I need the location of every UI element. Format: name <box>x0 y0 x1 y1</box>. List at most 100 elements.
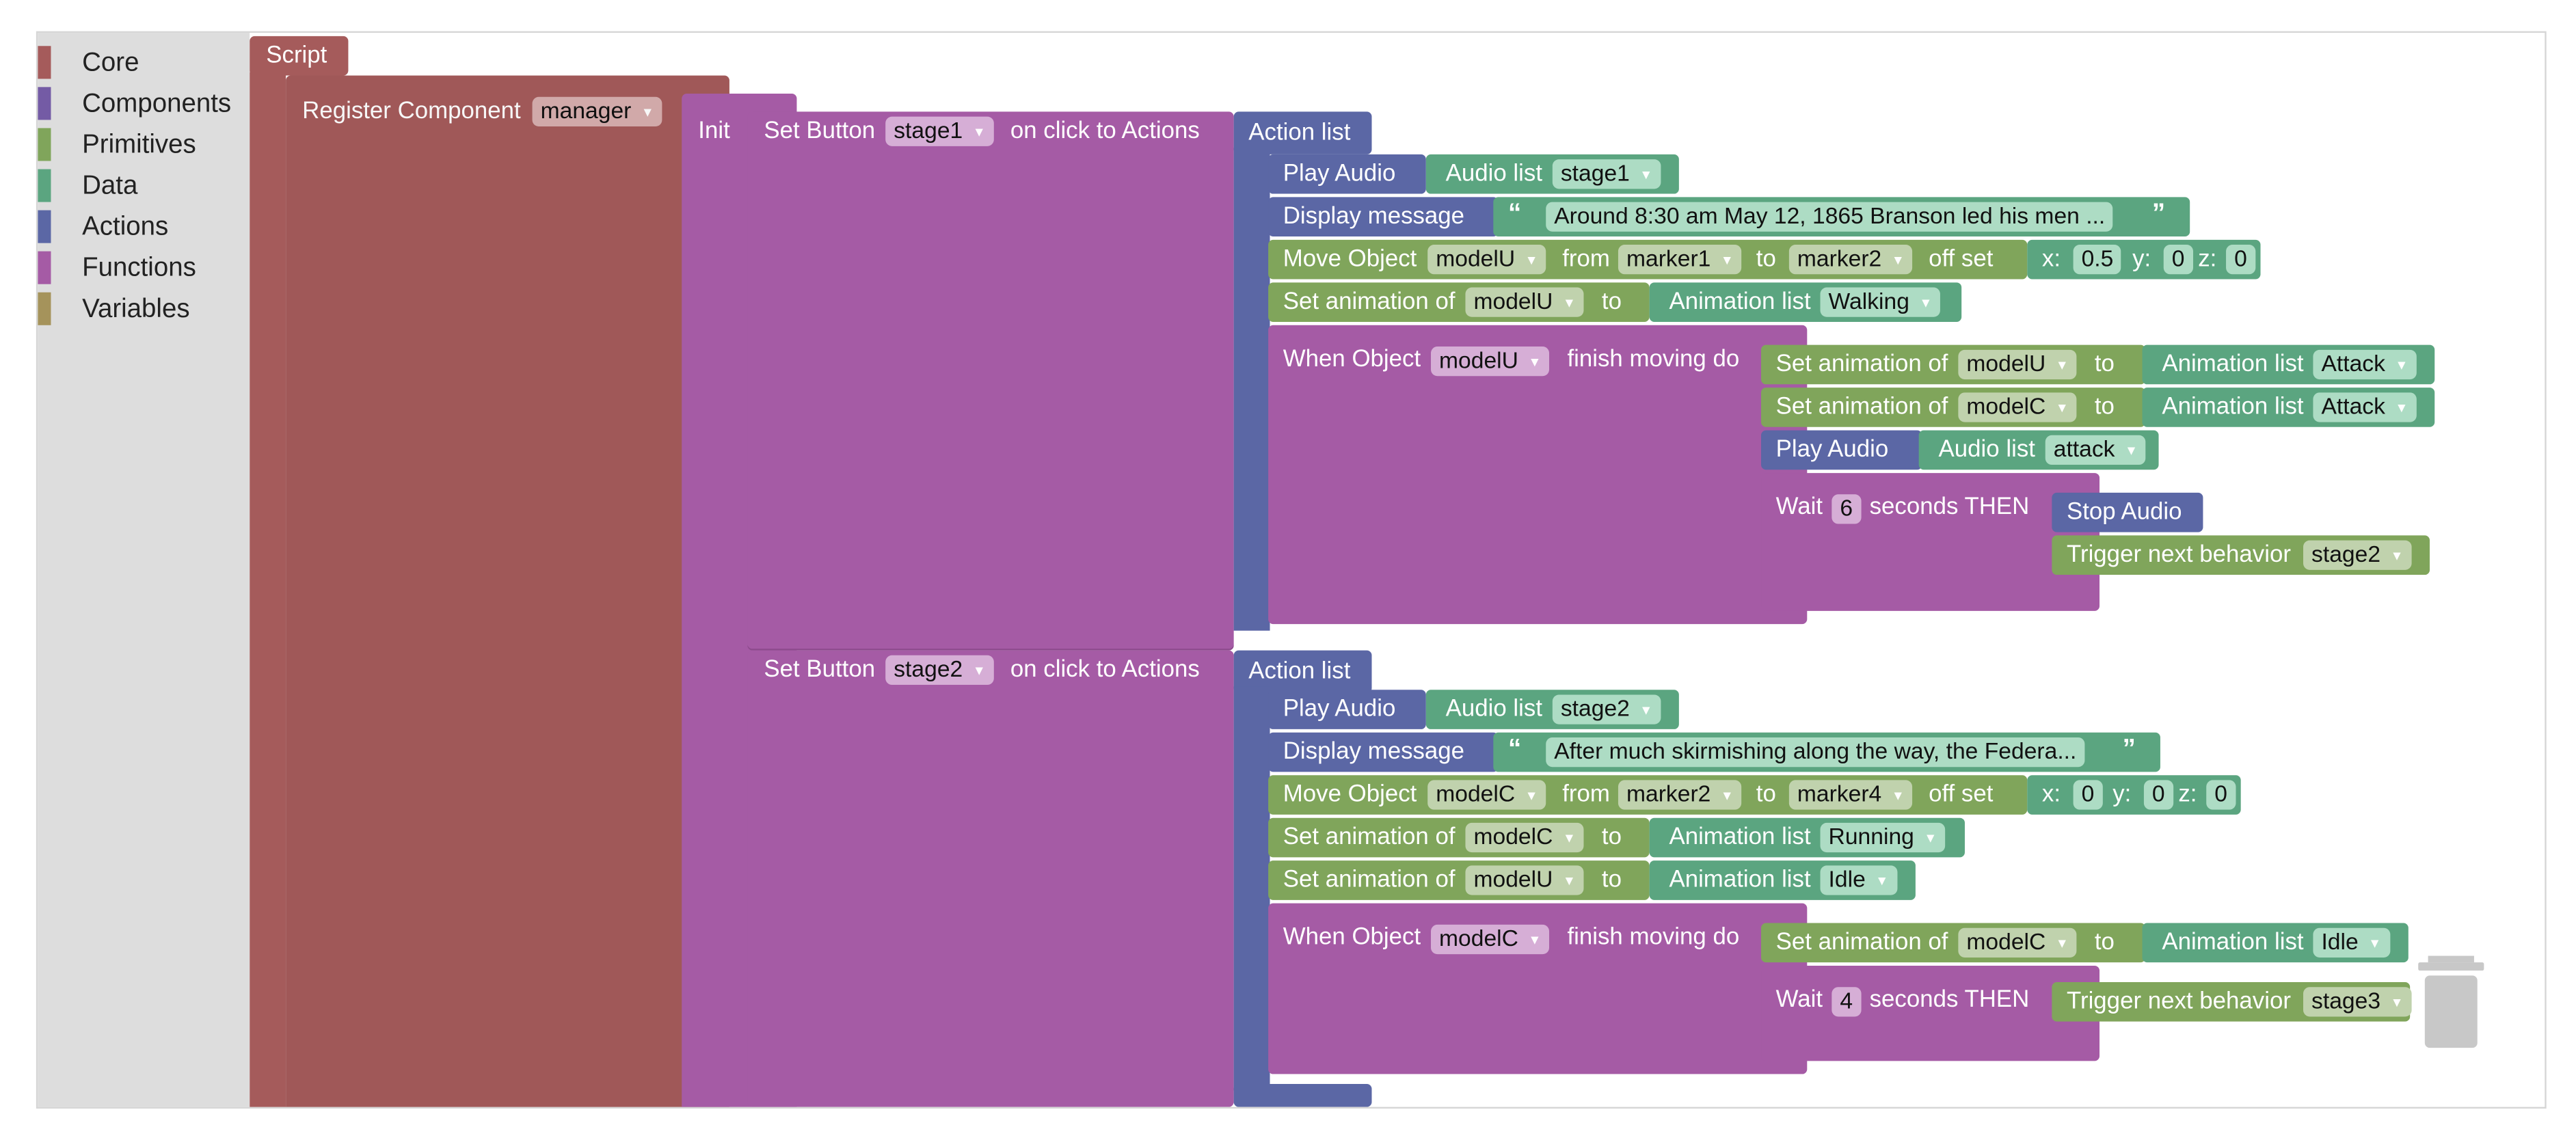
animation-list-block[interactable]: Animation list Attack▼ <box>2142 344 2435 385</box>
toolbox-category-data[interactable]: Data <box>38 166 250 207</box>
offset-x-input[interactable]: 0 <box>2073 780 2103 810</box>
to-label: to <box>1756 246 1776 273</box>
wait-block[interactable]: Wait 4 seconds THEN <box>1761 965 2100 1061</box>
vector-block[interactable]: x: 0.5 y: 0 z: 0 <box>2027 239 2261 280</box>
animation-object-dropdown[interactable]: modelC▼ <box>1958 927 2077 958</box>
z-label: z: <box>2178 781 2197 809</box>
wait-block[interactable]: Wait 6 seconds THEN <box>1761 473 2100 611</box>
audio-dropdown-stage2[interactable]: stage2▼ <box>1552 694 1661 724</box>
animation-object-dropdown[interactable]: modelC▼ <box>1958 392 2077 422</box>
audio-list-block[interactable]: Audio list stage2▼ <box>1425 690 1679 729</box>
register-component-dropdown[interactable]: manager▼ <box>532 96 662 127</box>
display-message-block[interactable]: Display message <box>1268 732 1499 772</box>
play-audio-block[interactable]: Play Audio <box>1761 430 1922 470</box>
open-quote: “ <box>1507 200 1522 229</box>
audio-list-block[interactable]: Audio list attack▼ <box>1918 430 2159 470</box>
trigger-dropdown[interactable]: stage2▼ <box>2303 540 2412 570</box>
animation-list-block[interactable]: Animation list Running▼ <box>1649 817 1965 858</box>
offset-y-input[interactable]: 0 <box>2163 245 2193 275</box>
trigger-dropdown[interactable]: stage3▼ <box>2303 987 2412 1017</box>
animation-list-block[interactable]: Animation list Walking▼ <box>1649 282 1962 322</box>
animation-object-dropdown[interactable]: modelC▼ <box>1465 822 1584 853</box>
set-animation-block[interactable]: Set animation of modelC▼ to <box>1268 817 1650 858</box>
offset-z-input[interactable]: 0 <box>2226 245 2255 275</box>
move-object-dropdown[interactable]: modelU▼ <box>1427 245 1546 275</box>
audio-dropdown[interactable]: attack▼ <box>2045 435 2146 465</box>
text-block[interactable]: “ Around 8:30 am May 12, 1865 Branson le… <box>1493 197 2190 237</box>
move-object-dropdown[interactable]: modelC▼ <box>1427 780 1546 810</box>
register-component-block[interactable]: Register Component manager▼ <box>286 75 729 1107</box>
animation-list-block[interactable]: Animation list Idle▼ <box>2142 923 2409 963</box>
offset-z-input[interactable]: 0 <box>2206 780 2236 810</box>
animation-object-dropdown[interactable]: modelU▼ <box>1958 349 2077 380</box>
offset-y-input[interactable]: 0 <box>2143 780 2173 810</box>
action-list-block-stage2[interactable]: Action list <box>1233 650 1372 694</box>
animation-dropdown[interactable]: Attack▼ <box>2313 349 2417 380</box>
vector-block[interactable]: x: 0 y: 0 z: 0 <box>2027 775 2241 815</box>
toolbox-category-functions[interactable]: Functions <box>38 248 250 289</box>
move-object-label: Move Object <box>1283 246 1417 273</box>
on-click-label: on click to Actions <box>1010 657 1200 683</box>
toolbox-category-components[interactable]: Components <box>38 84 250 125</box>
trash-can-icon[interactable] <box>2412 955 2491 1055</box>
offset-x-input[interactable]: 0.5 <box>2073 245 2122 275</box>
message-input-stage1[interactable]: Around 8:30 am May 12, 1865 Branson led … <box>1546 202 2114 232</box>
when-object-finish-block[interactable]: When Object modelC▼ finish moving do <box>1268 903 1808 1074</box>
set-animation-block[interactable]: Set animation of modelU▼ to <box>1761 344 2146 385</box>
move-object-block[interactable]: Move Object modelU▼ from marker1▼ to mar… <box>1268 239 2028 280</box>
set-button-block-stage1[interactable]: Set Button stage1▼ on click to Actions <box>747 111 1234 651</box>
move-from-dropdown[interactable]: marker2▼ <box>1618 780 1742 810</box>
animation-dropdown[interactable]: Running▼ <box>1820 822 1946 853</box>
display-message-block[interactable]: Display message <box>1268 197 1499 237</box>
animation-dropdown[interactable]: Walking▼ <box>1820 287 1941 317</box>
animation-list-block[interactable]: Animation list Attack▼ <box>2142 388 2435 427</box>
play-audio-label: Play Audio <box>1283 696 1396 723</box>
wait-seconds-input[interactable]: 4 <box>1832 987 1862 1017</box>
move-to-dropdown[interactable]: marker2▼ <box>1788 245 1913 275</box>
audio-dropdown-stage1[interactable]: stage1▼ <box>1552 159 1661 189</box>
button-dropdown-stage2[interactable]: stage2▼ <box>885 655 994 686</box>
animation-object-dropdown[interactable]: modelU▼ <box>1465 287 1584 317</box>
set-animation-block[interactable]: Set animation of modelU▼ to <box>1268 860 1650 900</box>
animation-list-label: Animation list <box>2162 351 2304 378</box>
trigger-next-label: Trigger next behavior <box>2066 988 2291 1016</box>
message-input-stage2[interactable]: After much skirmishing along the way, th… <box>1546 737 2085 768</box>
when-object-dropdown[interactable]: modelC▼ <box>1431 924 1550 955</box>
when-object-dropdown[interactable]: modelU▼ <box>1431 347 1550 377</box>
animation-dropdown[interactable]: Idle▼ <box>1820 865 1897 895</box>
animation-dropdown[interactable]: Attack▼ <box>2313 392 2417 422</box>
trigger-next-behavior-block[interactable]: Trigger next behavior stage2▼ <box>2052 535 2430 575</box>
action-list-block-stage1[interactable]: Action list <box>1233 111 1372 154</box>
action-list-block-stage3[interactable] <box>1233 1083 1372 1107</box>
animation-list-block[interactable]: Animation list Idle▼ <box>1649 860 1916 900</box>
animation-object-dropdown[interactable]: modelU▼ <box>1465 865 1584 895</box>
set-animation-block[interactable]: Set animation of modelC▼ to <box>1761 388 2146 427</box>
toolbox-category-core[interactable]: Core <box>38 42 250 83</box>
when-object-finish-block[interactable]: When Object modelU▼ finish moving do <box>1268 325 1808 625</box>
move-to-dropdown[interactable]: marker4▼ <box>1788 780 1913 810</box>
text-block[interactable]: “ After much skirmishing along the way, … <box>1493 732 2160 772</box>
animation-dropdown[interactable]: Idle▼ <box>2313 927 2390 958</box>
workspace-canvas[interactable]: Script Register Component manager▼ Init … <box>250 33 2545 1107</box>
on-click-label: on click to Actions <box>1010 118 1200 145</box>
toolbox-category-primitives[interactable]: Primitives <box>38 125 250 166</box>
play-audio-block[interactable]: Play Audio <box>1268 154 1426 194</box>
finish-moving-label: finish moving do <box>1567 924 1740 951</box>
trigger-next-behavior-block[interactable]: Trigger next behavior stage3▼ <box>2052 981 2412 1022</box>
toolbox-category-variables[interactable]: Variables <box>38 289 250 330</box>
audio-list-block[interactable]: Audio list stage1▼ <box>1425 154 1679 194</box>
button-dropdown-stage1[interactable]: stage1▼ <box>885 116 994 146</box>
to-label: to <box>1601 867 1622 894</box>
set-button-block-stage2[interactable]: Set Button stage2▼ on click to Actions <box>747 650 1234 1107</box>
toolbox-category-actions[interactable]: Actions <box>38 207 250 248</box>
from-label: from <box>1562 246 1610 273</box>
play-audio-block[interactable]: Play Audio <box>1268 690 1426 729</box>
move-from-dropdown[interactable]: marker1▼ <box>1618 245 1742 275</box>
script-block-header[interactable]: Script <box>250 36 349 76</box>
wait-seconds-input[interactable]: 6 <box>1832 494 1862 524</box>
script-block-spine[interactable] <box>250 72 286 1107</box>
move-object-block[interactable]: Move Object modelC▼ from marker2▼ to mar… <box>1268 775 2028 815</box>
stop-audio-block[interactable]: Stop Audio <box>2052 492 2203 532</box>
set-animation-block[interactable]: Set animation of modelU▼ to <box>1268 282 1650 322</box>
set-animation-block[interactable]: Set animation of modelC▼ to <box>1761 923 2146 963</box>
